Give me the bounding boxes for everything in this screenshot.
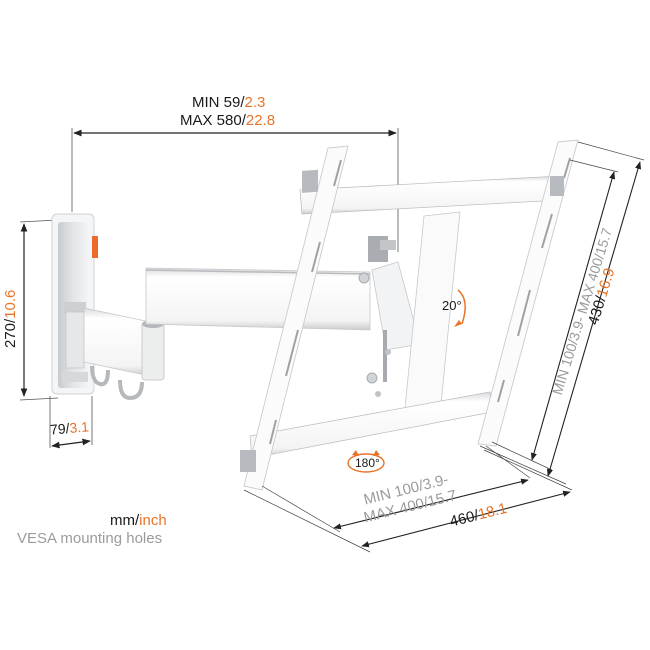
arm-min-label: MIN 59/2.3 xyxy=(192,94,266,111)
swivel-arrow-icon xyxy=(347,450,385,473)
horizontal-dimensions xyxy=(243,445,573,553)
units-legend: mm/inch xyxy=(110,512,167,529)
tilt-mechanism xyxy=(358,211,461,419)
tilt-arrow-icon xyxy=(454,289,466,327)
wall-plate-width-dimension xyxy=(49,396,93,449)
inner-arm xyxy=(64,302,165,401)
orange-tab xyxy=(92,236,98,258)
swivel-angle-label: 180° xyxy=(355,456,380,470)
tilt-angle-label: 20° xyxy=(442,298,462,313)
wall-plate-height-label: 270/10.6 xyxy=(2,289,19,348)
outer-arm xyxy=(145,267,371,331)
vesa-caption: VESA mounting holes xyxy=(17,530,163,547)
vesa-bar-left xyxy=(240,145,349,491)
wall-plate-width-label: 79/3.1 xyxy=(49,418,90,438)
arm-max-label: MAX 580/22.8 xyxy=(180,112,276,129)
